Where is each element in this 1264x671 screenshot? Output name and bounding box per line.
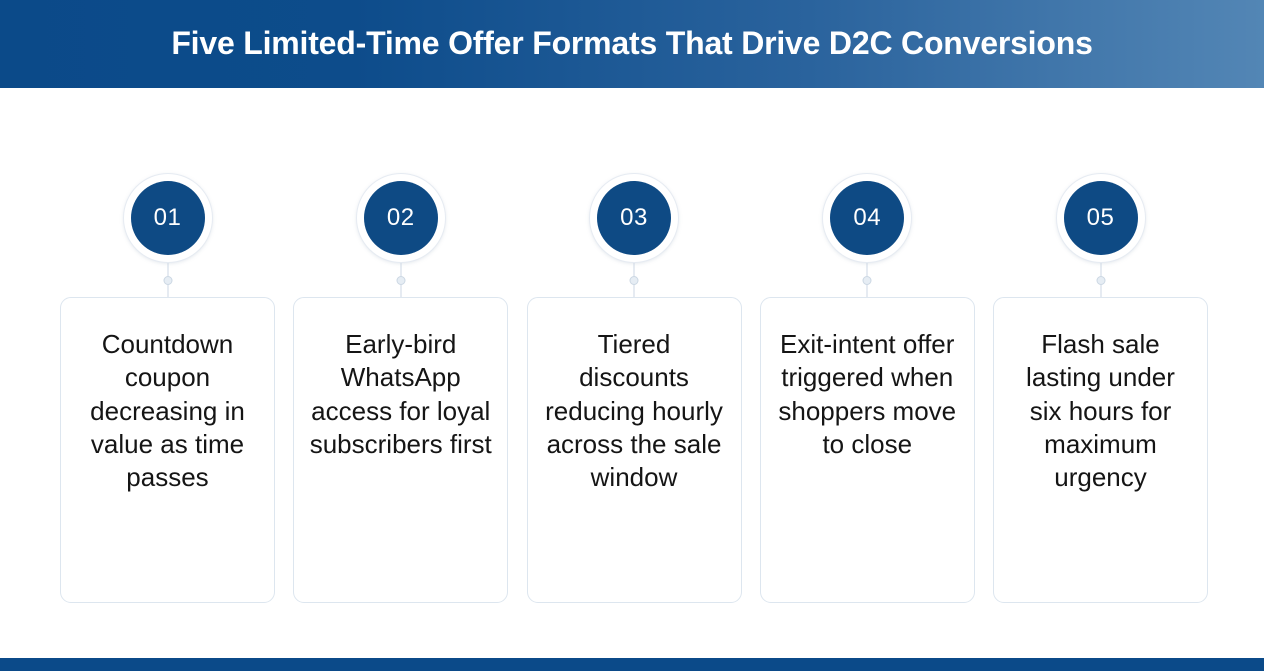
connector-04 xyxy=(862,263,872,297)
step-card-02: Early-bird WhatsApp access for loyal sub… xyxy=(293,297,509,603)
connector-dot-icon xyxy=(163,276,172,285)
steps-row: 01 Countdown coupon decreasing in value … xyxy=(60,173,1208,603)
step-card-05: Flash sale lasting under six hours for m… xyxy=(993,297,1208,603)
step-number-01: 01 xyxy=(153,204,182,231)
step-badge-01: 01 xyxy=(123,173,213,263)
step-number-03: 03 xyxy=(620,204,648,231)
connector-dot-icon xyxy=(862,276,872,285)
step-number-04: 04 xyxy=(853,204,882,231)
step-badge-05: 05 xyxy=(1056,173,1146,263)
badge-circle-icon: 02 xyxy=(363,181,438,255)
connector-01 xyxy=(163,263,172,297)
footer-accent-bar xyxy=(0,658,1264,671)
step-card-04: Exit-intent offer triggered when shopper… xyxy=(759,297,975,603)
step-description-01: Countdown coupon decreasing in value as … xyxy=(90,329,245,493)
step-badge-04: 04 xyxy=(822,173,912,263)
step-description-05: Flash sale lasting under six hours for m… xyxy=(1026,329,1175,493)
step-badge-03: 03 xyxy=(589,173,679,263)
connector-05 xyxy=(1096,263,1105,297)
badge-circle-icon: 01 xyxy=(130,181,205,255)
step-badge-02: 02 xyxy=(356,173,446,263)
step-number-02: 02 xyxy=(386,204,415,231)
connector-dot-icon xyxy=(396,276,406,285)
step-number-05: 05 xyxy=(1086,204,1115,231)
connector-dot-icon xyxy=(629,276,639,285)
connector-02 xyxy=(396,263,406,297)
step-item-02: 02 Early-bird WhatsApp access for loyal … xyxy=(293,173,509,603)
step-card-01: Countdown coupon decreasing in value as … xyxy=(60,297,275,603)
step-description-03: Tiered discounts reducing hourly across … xyxy=(545,329,723,493)
page-title: Five Limited-Time Offer Formats That Dri… xyxy=(171,25,1093,62)
step-description-02: Early-bird WhatsApp access for loyal sub… xyxy=(309,329,492,459)
badge-circle-icon: 03 xyxy=(597,181,671,255)
header-banner: Five Limited-Time Offer Formats That Dri… xyxy=(0,0,1264,88)
step-item-01: 01 Countdown coupon decreasing in value … xyxy=(60,173,275,603)
connector-03 xyxy=(629,263,639,297)
step-item-05: 05 Flash sale lasting under six hours fo… xyxy=(993,173,1208,603)
step-item-03: 03 Tiered discounts reducing hourly acro… xyxy=(526,173,742,603)
badge-circle-icon: 04 xyxy=(830,181,905,255)
step-card-03: Tiered discounts reducing hourly across … xyxy=(526,297,742,603)
connector-dot-icon xyxy=(1096,276,1105,285)
step-description-04: Exit-intent offer triggered when shopper… xyxy=(778,329,957,459)
badge-circle-icon: 05 xyxy=(1063,181,1138,255)
step-item-04: 04 Exit-intent offer triggered when shop… xyxy=(759,173,975,603)
